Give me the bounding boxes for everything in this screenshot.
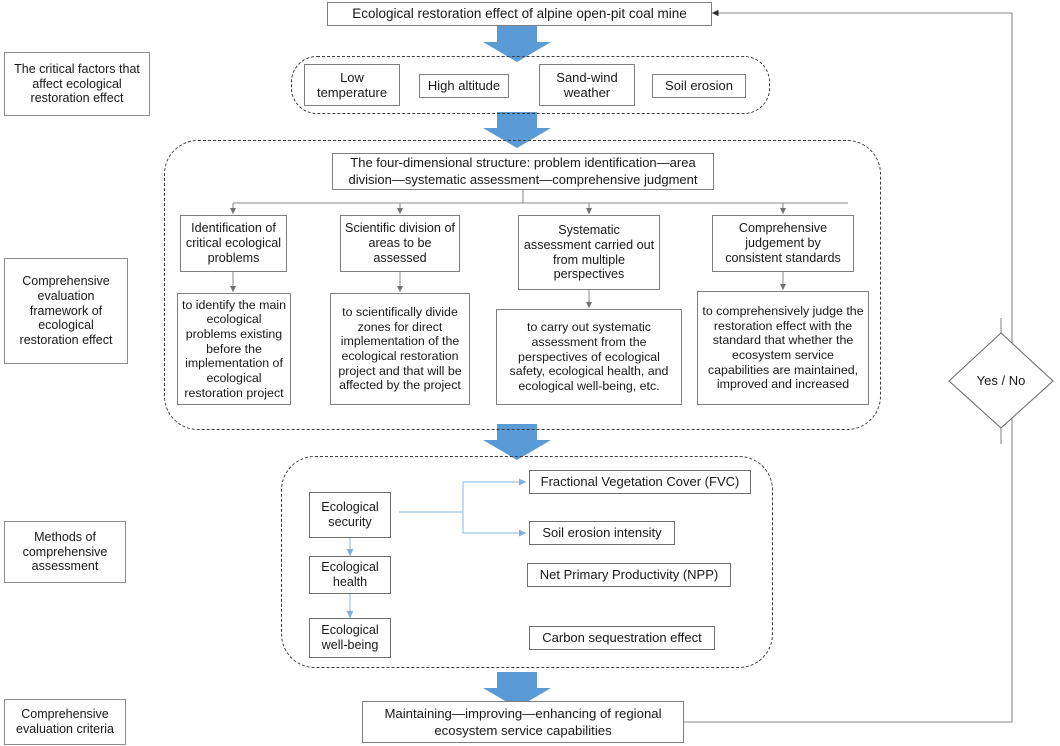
category-text: Methods of comprehensive assessment: [22, 529, 108, 574]
framework-desc-text: to comprehensively judge the restoration…: [702, 304, 864, 392]
method-box-ecological-health: Ecological health: [309, 556, 391, 594]
group-critical-factors: [291, 56, 770, 114]
framework-head-comprehensive-judgement: Comprehensive judgement by consistent st…: [712, 215, 854, 272]
method-text: Ecological well-being: [321, 623, 379, 652]
framework-structure-text: The four-dimensional structure: problem …: [348, 154, 698, 187]
category-text: The critical factors that affect ecologi…: [14, 61, 140, 106]
method-text: Ecological security: [321, 500, 379, 529]
framework-desc-text: to carry out systematic assessment from …: [509, 320, 669, 393]
framework-structure-box: The four-dimensional structure: problem …: [332, 153, 714, 190]
factor-text: Sand-wind weather: [556, 69, 618, 100]
method-box-ecological-well-being: Ecological well-being: [309, 618, 391, 658]
category-label-criteria: Comprehensive evaluation criteria: [4, 699, 126, 745]
indicator-box-npp: Net Primary Productivity (NPP): [527, 563, 731, 587]
framework-head-text: Scientific division of areas to be asses…: [345, 221, 455, 265]
method-box-ecological-security: Ecological security: [309, 492, 391, 538]
factor-box-sand-wind-weather: Sand-wind weather: [539, 64, 635, 106]
outcome-box: Maintaining—improving—enhancing of regio…: [362, 701, 684, 743]
framework-desc-systematic-assessment: to carry out systematic assessment from …: [496, 309, 682, 405]
indicator-box-carbon-sequestration: Carbon sequestration effect: [529, 626, 715, 650]
factor-text: High altitude: [427, 78, 501, 94]
group-framework: [164, 140, 881, 430]
framework-head-division: Scientific division of areas to be asses…: [340, 215, 460, 272]
indicator-box-soil-erosion-intensity: Soil erosion intensity: [529, 521, 675, 545]
factor-text: Low temperature: [316, 69, 388, 100]
indicator-text: Soil erosion intensity: [542, 525, 662, 541]
factor-box-high-altitude: High altitude: [419, 74, 509, 98]
framework-head-systematic-assessment: Systematic assessment carried out from m…: [518, 215, 660, 290]
framework-desc-text: to scientifically divide zones for direc…: [338, 305, 462, 393]
framework-desc-comprehensive-judgement: to comprehensively judge the restoration…: [697, 291, 869, 405]
factor-box-low-temperature: Low temperature: [304, 64, 400, 106]
framework-desc-division: to scientifically divide zones for direc…: [330, 293, 470, 405]
framework-head-text: Identification of critical ecological pr…: [185, 221, 282, 265]
outcome-text: Maintaining—improving—enhancing of regio…: [384, 705, 662, 738]
framework-head-text: Comprehensive judgement by consistent st…: [725, 221, 841, 265]
title-text: Ecological restoration effect of alpine …: [352, 6, 687, 22]
framework-head-text: Systematic assessment carried out from m…: [523, 222, 655, 282]
framework-desc-text: to identify the main ecological problems…: [182, 297, 287, 400]
category-label-critical-factors: The critical factors that affect ecologi…: [4, 52, 150, 116]
decision-diamond: Yes / No: [949, 333, 1053, 428]
category-label-methods: Methods of comprehensive assessment: [4, 521, 126, 583]
framework-desc-identification: to identify the main ecological problems…: [177, 293, 291, 405]
factor-text: Soil erosion: [665, 78, 733, 94]
framework-head-identification: Identification of critical ecological pr…: [180, 215, 287, 272]
indicator-text: Carbon sequestration effect: [542, 630, 702, 646]
category-text: Comprehensive evaluation framework of ec…: [19, 274, 113, 348]
category-text: Comprehensive evaluation criteria: [16, 707, 114, 736]
category-label-framework: Comprehensive evaluation framework of ec…: [4, 258, 128, 364]
group-methods: [281, 456, 773, 668]
indicator-text: Fractional Vegetation Cover (FVC): [540, 474, 740, 490]
indicator-box-fvc: Fractional Vegetation Cover (FVC): [529, 470, 751, 494]
factor-box-soil-erosion: Soil erosion: [652, 74, 746, 98]
title-box: Ecological restoration effect of alpine …: [327, 2, 712, 26]
indicator-text: Net Primary Productivity (NPP): [539, 567, 719, 583]
decision-label: Yes / No: [976, 373, 1026, 388]
method-text: Ecological health: [321, 560, 379, 589]
